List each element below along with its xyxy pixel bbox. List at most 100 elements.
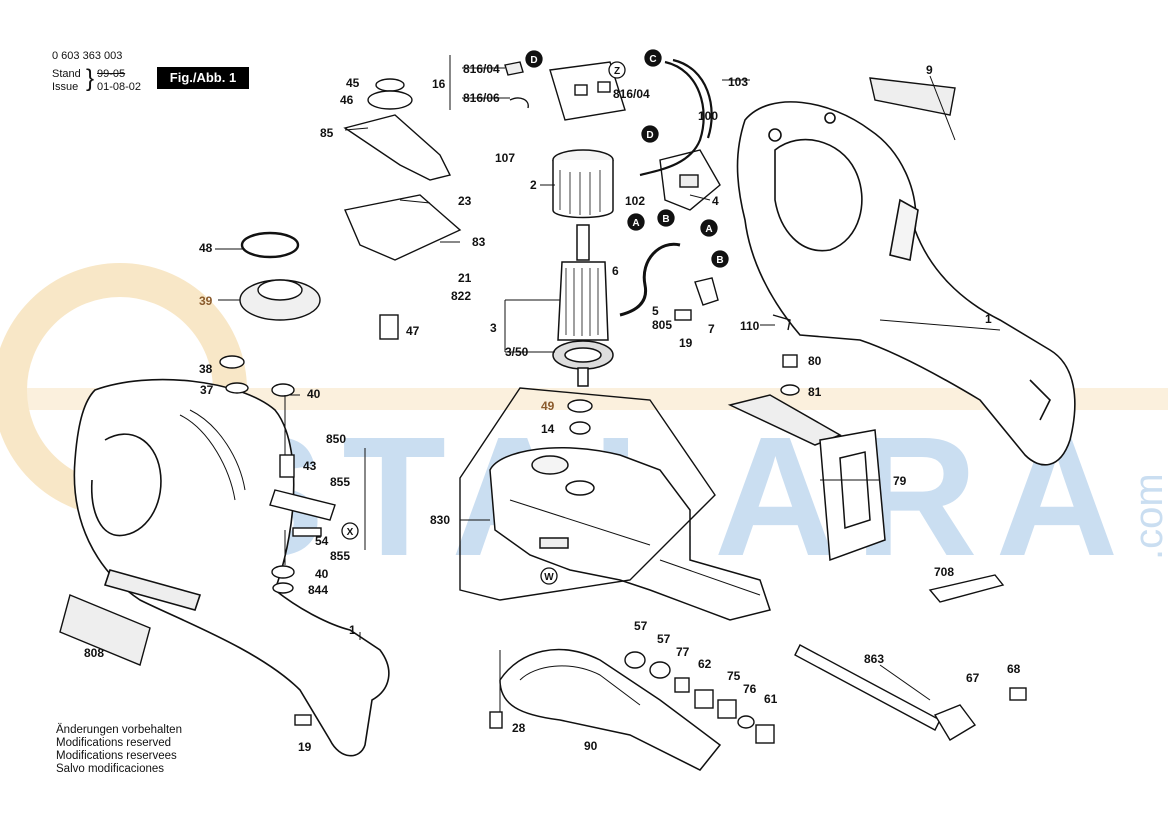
screw-68 bbox=[1009, 687, 1027, 701]
document-number: 0 603 363 003 bbox=[52, 50, 123, 62]
plate-85 bbox=[343, 114, 452, 181]
part-label: 40 bbox=[315, 567, 329, 581]
issue-label: Issue bbox=[52, 81, 79, 93]
cover-808 bbox=[59, 594, 151, 666]
ring-76 bbox=[737, 715, 755, 729]
part-label: 21 bbox=[458, 271, 472, 285]
note-en: Modifications reserved bbox=[56, 737, 172, 749]
part-label: 79 bbox=[893, 474, 907, 488]
left-column-parts bbox=[219, 78, 462, 594]
part-label: 45 bbox=[346, 76, 360, 90]
rod-863 bbox=[794, 644, 941, 731]
part-label: 54 bbox=[315, 534, 329, 548]
note-de: Änderungen vorbehalten bbox=[56, 724, 182, 736]
plate-75 bbox=[717, 699, 737, 719]
plate-61 bbox=[755, 724, 775, 744]
sleeve-57-b bbox=[649, 661, 671, 679]
brush-holder-16 bbox=[504, 61, 626, 121]
clip-37 bbox=[225, 382, 249, 394]
hook-110 bbox=[772, 314, 791, 331]
part-label: 103 bbox=[728, 75, 748, 89]
guard-plate-90 bbox=[499, 648, 722, 771]
callout-circle bbox=[540, 567, 558, 585]
part-label: 850 bbox=[326, 432, 346, 446]
part-label: 19 bbox=[298, 740, 312, 754]
part-label: 48 bbox=[199, 241, 213, 255]
cover-9 bbox=[869, 77, 956, 116]
seal-49 bbox=[567, 399, 593, 413]
part-label: 37 bbox=[200, 383, 214, 397]
washer-40-bottom bbox=[271, 565, 295, 579]
washer-40-top bbox=[271, 383, 295, 397]
part-label: 75 bbox=[727, 669, 741, 683]
watermark-suffix: .com bbox=[1127, 473, 1168, 560]
gear-39-hub bbox=[257, 279, 303, 301]
callout-circle bbox=[341, 522, 359, 540]
part-label: 43 bbox=[303, 459, 317, 473]
callout-circle bbox=[525, 50, 543, 68]
part-label: D bbox=[646, 130, 653, 141]
part-label: 19 bbox=[679, 336, 693, 350]
pin-54 bbox=[292, 527, 322, 537]
washer-46 bbox=[367, 90, 413, 110]
ring-48 bbox=[240, 231, 300, 259]
part-label: 81 bbox=[808, 385, 822, 399]
part-label: 107 bbox=[495, 151, 515, 165]
part-label: 822 bbox=[451, 289, 471, 303]
part-label: 6 bbox=[612, 264, 619, 278]
part-label: 57 bbox=[657, 632, 671, 646]
part-label: 9 bbox=[926, 63, 933, 77]
gearbox-830 bbox=[489, 447, 771, 621]
washer-45 bbox=[375, 78, 405, 92]
part-label: 2 bbox=[530, 178, 537, 192]
part-label: Z bbox=[614, 66, 620, 77]
leader-lines bbox=[215, 55, 956, 712]
part-label: C bbox=[649, 54, 656, 65]
part-label: B bbox=[662, 214, 669, 225]
lever-850 bbox=[269, 489, 336, 521]
note-es: Salvo modificaciones bbox=[56, 763, 165, 775]
screw-28 bbox=[489, 711, 503, 729]
part-label: 28 bbox=[512, 721, 526, 735]
part-label: 67 bbox=[966, 671, 980, 685]
part-label: 77 bbox=[676, 645, 690, 659]
part-label: 863 bbox=[864, 652, 884, 666]
callout-circle bbox=[711, 250, 729, 268]
part-label: 57 bbox=[634, 619, 648, 633]
part-label: 46 bbox=[340, 93, 354, 107]
bracket-83 bbox=[344, 194, 462, 261]
part-label: 805 bbox=[652, 318, 672, 332]
part-label: 49 bbox=[541, 399, 555, 413]
part-label: 1 bbox=[349, 623, 356, 637]
part-label: 83 bbox=[472, 235, 486, 249]
stand-label: Stand bbox=[52, 68, 81, 80]
part-label: 3 bbox=[490, 321, 497, 335]
part-label: 40 bbox=[307, 387, 321, 401]
part-label: 39 bbox=[199, 294, 213, 308]
bearing-47 bbox=[379, 314, 399, 340]
part-label: 110 bbox=[740, 319, 760, 333]
screw-19-bottom bbox=[294, 714, 312, 726]
part-label: 708 bbox=[934, 565, 954, 579]
part-label: 816/04 bbox=[463, 62, 500, 76]
issue-value: 01-08-02 bbox=[97, 81, 142, 93]
part-label: 90 bbox=[584, 739, 598, 753]
part-label: A bbox=[705, 224, 712, 235]
part-label: 816/04 bbox=[613, 87, 650, 101]
part-label: 4 bbox=[712, 194, 719, 208]
brace-glyph: } bbox=[86, 65, 95, 92]
cable-6 bbox=[619, 242, 681, 317]
cable-clamp-7 bbox=[694, 277, 719, 306]
part-label: 844 bbox=[308, 583, 328, 597]
part-label: X bbox=[347, 527, 354, 538]
part-label: 47 bbox=[406, 324, 420, 338]
part-label: W bbox=[544, 572, 554, 583]
callout-circle bbox=[627, 213, 645, 231]
part-label: 62 bbox=[698, 657, 712, 671]
part-label: 7 bbox=[708, 322, 715, 336]
callout-circle bbox=[700, 219, 718, 237]
plate-62 bbox=[694, 689, 714, 709]
